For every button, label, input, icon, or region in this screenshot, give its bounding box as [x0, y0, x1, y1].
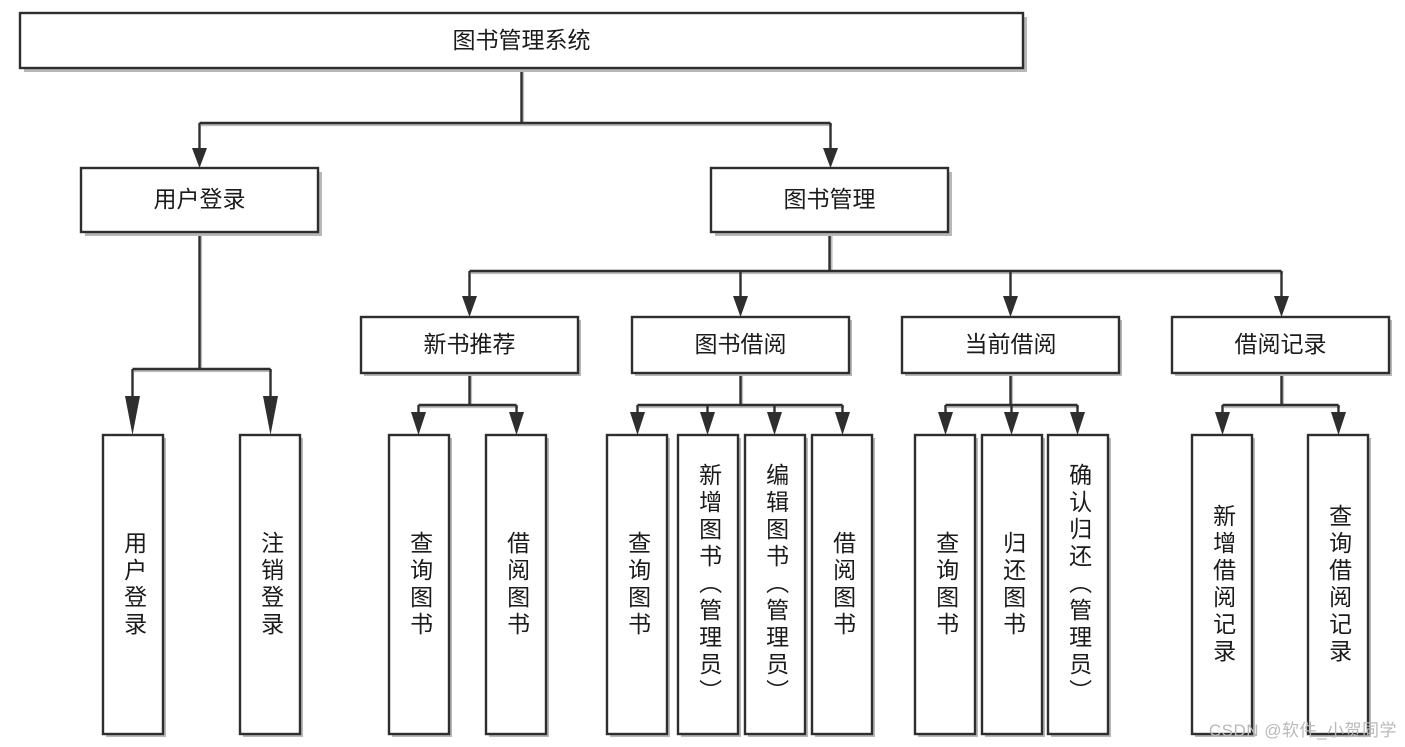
connectors-bookmanage-to-level3: [462, 232, 1289, 317]
new-book-rec-label: 新书推荐: [424, 331, 516, 357]
leaf-borrow-book-1-box[interactable]: [484, 433, 548, 736]
arrow-leaf-logout: [263, 396, 278, 435]
arrow-leaf-query-book-3: [938, 412, 953, 435]
arrow-leaf-add-book: [700, 412, 715, 435]
arrow-leaf-query-book-2: [630, 412, 645, 435]
leaf-query-book-3-box[interactable]: [913, 433, 977, 736]
leaf-confirm-return-box[interactable]: [1046, 433, 1110, 736]
user-login-label: 用户登录: [154, 186, 246, 212]
node-user-login[interactable]: 用户登录: [79, 166, 322, 236]
leaf-user-login-box[interactable]: [101, 433, 165, 736]
user-login-box[interactable]: [79, 166, 320, 234]
leaf-borrow-book-2-box[interactable]: [810, 433, 874, 736]
node-root[interactable]: 图书管理系统: [18, 11, 1027, 72]
connectors-newbookrec-to-leaves: [411, 373, 524, 435]
arrow-leaf-user-login: [125, 396, 140, 435]
leaf-add-record-box[interactable]: [1190, 433, 1254, 736]
arrow-borrow-record: [1274, 296, 1289, 317]
arrow-leaf-borrow-book-1: [509, 412, 524, 435]
leaf-query-book-1-box[interactable]: [387, 433, 451, 736]
node-book-manage[interactable]: 图书管理: [709, 166, 952, 236]
arrow-leaf-edit-book: [767, 412, 782, 435]
book-manage-box[interactable]: [709, 166, 950, 234]
leaf-edit-book-box[interactable]: [743, 433, 807, 736]
connectors-root-to-level2: [192, 68, 838, 168]
arrow-book-manage: [823, 148, 838, 168]
leaf-boxes: [101, 433, 1371, 737]
arrow-new-book-rec: [462, 296, 477, 317]
arrow-book-borrow: [733, 296, 748, 317]
book-borrow-box[interactable]: [630, 315, 851, 375]
node-borrow-record[interactable]: 借阅记录: [1170, 315, 1392, 376]
arrow-leaf-confirm-return: [1070, 412, 1085, 435]
current-borrow-box[interactable]: [900, 315, 1121, 375]
connectors-userlogin-to-leaves: [125, 232, 278, 435]
arrow-leaf-add-record: [1215, 412, 1230, 435]
watermark-text: CSDN @软件_小贺同学: [1208, 721, 1397, 740]
leaf-return-book-box[interactable]: [980, 433, 1044, 736]
root-label: 图书管理系统: [453, 27, 591, 53]
node-book-borrow[interactable]: 图书借阅: [630, 315, 852, 376]
arrow-leaf-return-book: [1004, 412, 1019, 435]
book-borrow-label: 图书借阅: [695, 331, 787, 357]
leaf-add-book-box[interactable]: [676, 433, 740, 736]
connectors-borrowrecord-to-leaves: [1215, 373, 1346, 435]
current-borrow-label: 当前借阅: [965, 331, 1057, 357]
borrow-record-box[interactable]: [1170, 315, 1391, 375]
leaf-query-record-box[interactable]: [1306, 433, 1370, 736]
arrow-user-login: [192, 148, 207, 168]
book-manage-label: 图书管理: [784, 186, 876, 212]
node-current-borrow[interactable]: 当前借阅: [900, 315, 1122, 376]
arrow-leaf-query-book-1: [411, 412, 426, 435]
leaf-query-book-2-box[interactable]: [605, 433, 669, 736]
arrow-current-borrow: [1003, 296, 1018, 317]
connectors-bookborrow-to-leaves: [630, 373, 850, 435]
leaf-logout-box[interactable]: [238, 433, 302, 736]
arrow-leaf-borrow-book-2: [835, 412, 850, 435]
node-new-book-rec[interactable]: 新书推荐: [359, 315, 581, 376]
borrow-record-label: 借阅记录: [1235, 331, 1327, 357]
arrow-leaf-query-record: [1331, 412, 1346, 435]
root-box[interactable]: [18, 11, 1025, 70]
new-book-rec-box[interactable]: [359, 315, 580, 375]
connectors-currentborrow-to-leaves: [938, 373, 1085, 435]
